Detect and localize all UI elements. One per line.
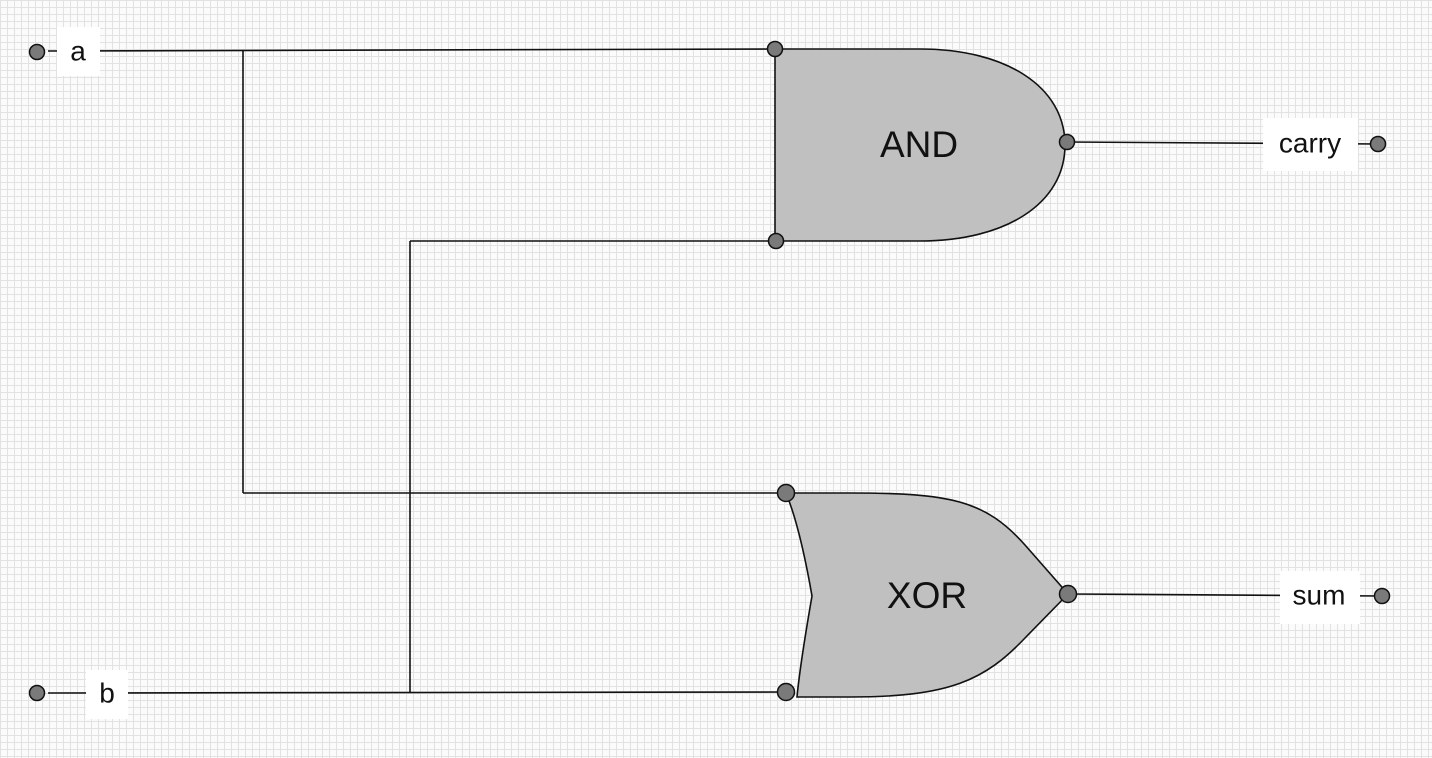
xor-input-b-pin[interactable] xyxy=(776,682,796,702)
output-sum[interactable]: sum xyxy=(1280,571,1391,624)
output-carry-terminal[interactable] xyxy=(1369,135,1387,153)
and-gate[interactable]: AND xyxy=(774,48,1066,242)
xor-input-a-pin[interactable] xyxy=(776,483,796,503)
input-a-terminal[interactable] xyxy=(28,43,46,61)
wire-b-to-xor xyxy=(47,691,787,694)
output-sum-terminal[interactable] xyxy=(1373,587,1391,605)
xor-gate-label: XOR xyxy=(887,575,967,616)
output-carry-label-bg xyxy=(1263,118,1358,171)
input-a-label-bg xyxy=(57,27,100,76)
output-sum-label-bg xyxy=(1280,571,1360,624)
output-sum-label: sum xyxy=(1293,579,1346,610)
gate-pins xyxy=(766,40,1078,702)
xor-output-pin[interactable] xyxy=(1058,584,1078,604)
and-input-a-pin[interactable] xyxy=(766,40,784,58)
input-b-terminal[interactable] xyxy=(28,684,46,702)
input-b[interactable]: b xyxy=(28,670,129,719)
output-carry[interactable]: carry xyxy=(1263,118,1387,171)
and-input-b-pin[interactable] xyxy=(767,232,785,250)
wires xyxy=(47,48,1383,694)
xor-gate[interactable]: XOR xyxy=(784,492,1070,698)
xor-gate-body xyxy=(784,492,1070,698)
input-a-label: a xyxy=(70,35,86,66)
input-b-label-bg xyxy=(86,670,128,719)
and-gate-label: AND xyxy=(880,124,958,165)
and-output-pin[interactable] xyxy=(1058,133,1076,151)
input-b-label: b xyxy=(99,677,115,708)
wire-a-to-and xyxy=(47,48,776,52)
output-carry-label: carry xyxy=(1279,127,1341,158)
input-a[interactable]: a xyxy=(28,27,101,76)
